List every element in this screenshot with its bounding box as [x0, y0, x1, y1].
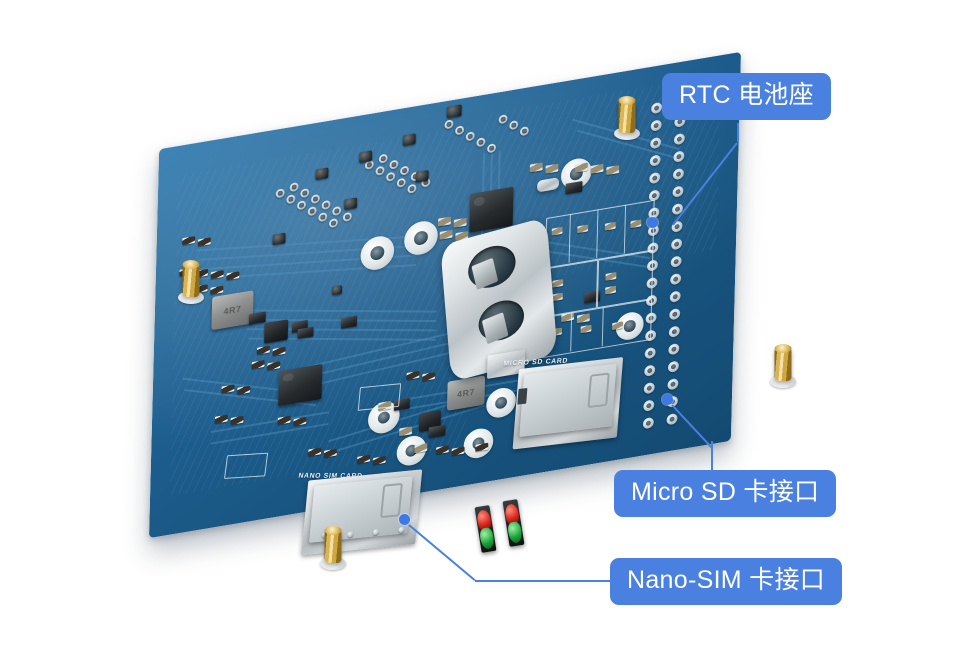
standoff-left: [176, 260, 206, 308]
tantalum-cap: [315, 167, 329, 181]
standoff-right: [768, 344, 798, 392]
pcb-board-face: 4R7 4R7: [148, 51, 742, 556]
standoff-bottom-left: [318, 526, 348, 574]
micro-sd-slot: [512, 355, 624, 452]
callout-sd-label[interactable]: Micro SD 卡接口: [614, 470, 837, 517]
smd-resistor: [435, 445, 449, 455]
callout-rtc-target-dot: [647, 217, 658, 228]
pcb-surface-layer: 4R7 4R7: [149, 52, 741, 556]
callout-sd-leader-vertical: [711, 441, 713, 471]
callout-sim-target-dot: [399, 514, 410, 525]
smd-resistor: [372, 455, 386, 465]
mounting-hole: [485, 385, 517, 420]
callout-rtc-leader-vertical: [737, 123, 739, 142]
callout-sim-label[interactable]: Nano-SIM 卡接口: [610, 558, 843, 605]
led-2: [502, 499, 525, 547]
tantalum-cap: [344, 197, 358, 211]
inductor-left-marking: 4R7: [223, 303, 242, 317]
standoff-top-right: [612, 96, 642, 144]
soic-ic: [278, 363, 323, 407]
callout-sd-target-dot: [662, 394, 673, 405]
callout-rtc-label[interactable]: RTC 电池座: [662, 73, 831, 120]
tantalum-cap: [332, 285, 343, 296]
tantalum-cap: [272, 232, 286, 246]
silkscreen-outline: [357, 383, 402, 411]
shielded-inductor: [264, 319, 289, 344]
tantalum-cap: [359, 150, 373, 164]
tantalum-cap: [446, 104, 462, 119]
tantalum-cap: [415, 169, 429, 183]
silkscreen-outline: [224, 452, 269, 479]
inductor-center-marking: 4R7: [456, 386, 476, 400]
rtc-battery-holder: [440, 216, 558, 383]
led-1: [474, 505, 497, 553]
qfn-ic: [469, 186, 514, 233]
callout-sim-leader-horizontal: [475, 580, 615, 582]
tantalum-cap: [402, 133, 416, 147]
smd-resistor: [451, 446, 465, 456]
